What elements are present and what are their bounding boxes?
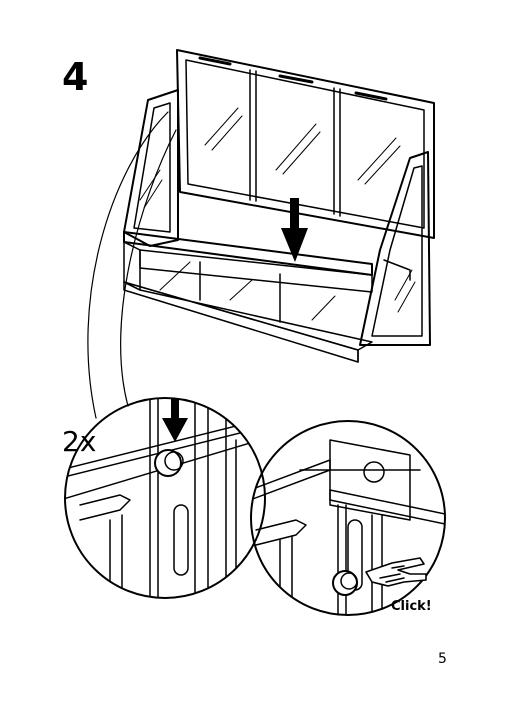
page-number: 5: [438, 651, 447, 667]
glass-back-panel: [176, 49, 435, 239]
cabinet-base: [123, 231, 373, 363]
left-side-frame: [123, 89, 179, 247]
pointing-hand-icon: [365, 557, 427, 587]
arrow-down-icon: [281, 198, 308, 262]
step-number: 4: [62, 55, 89, 99]
quantity-label: 2x: [62, 425, 97, 458]
click-label: Click!: [391, 599, 432, 614]
right-side-frame: [359, 151, 431, 346]
cabinet-drawing: [87, 49, 435, 419]
detail-circle-click: [250, 420, 446, 616]
